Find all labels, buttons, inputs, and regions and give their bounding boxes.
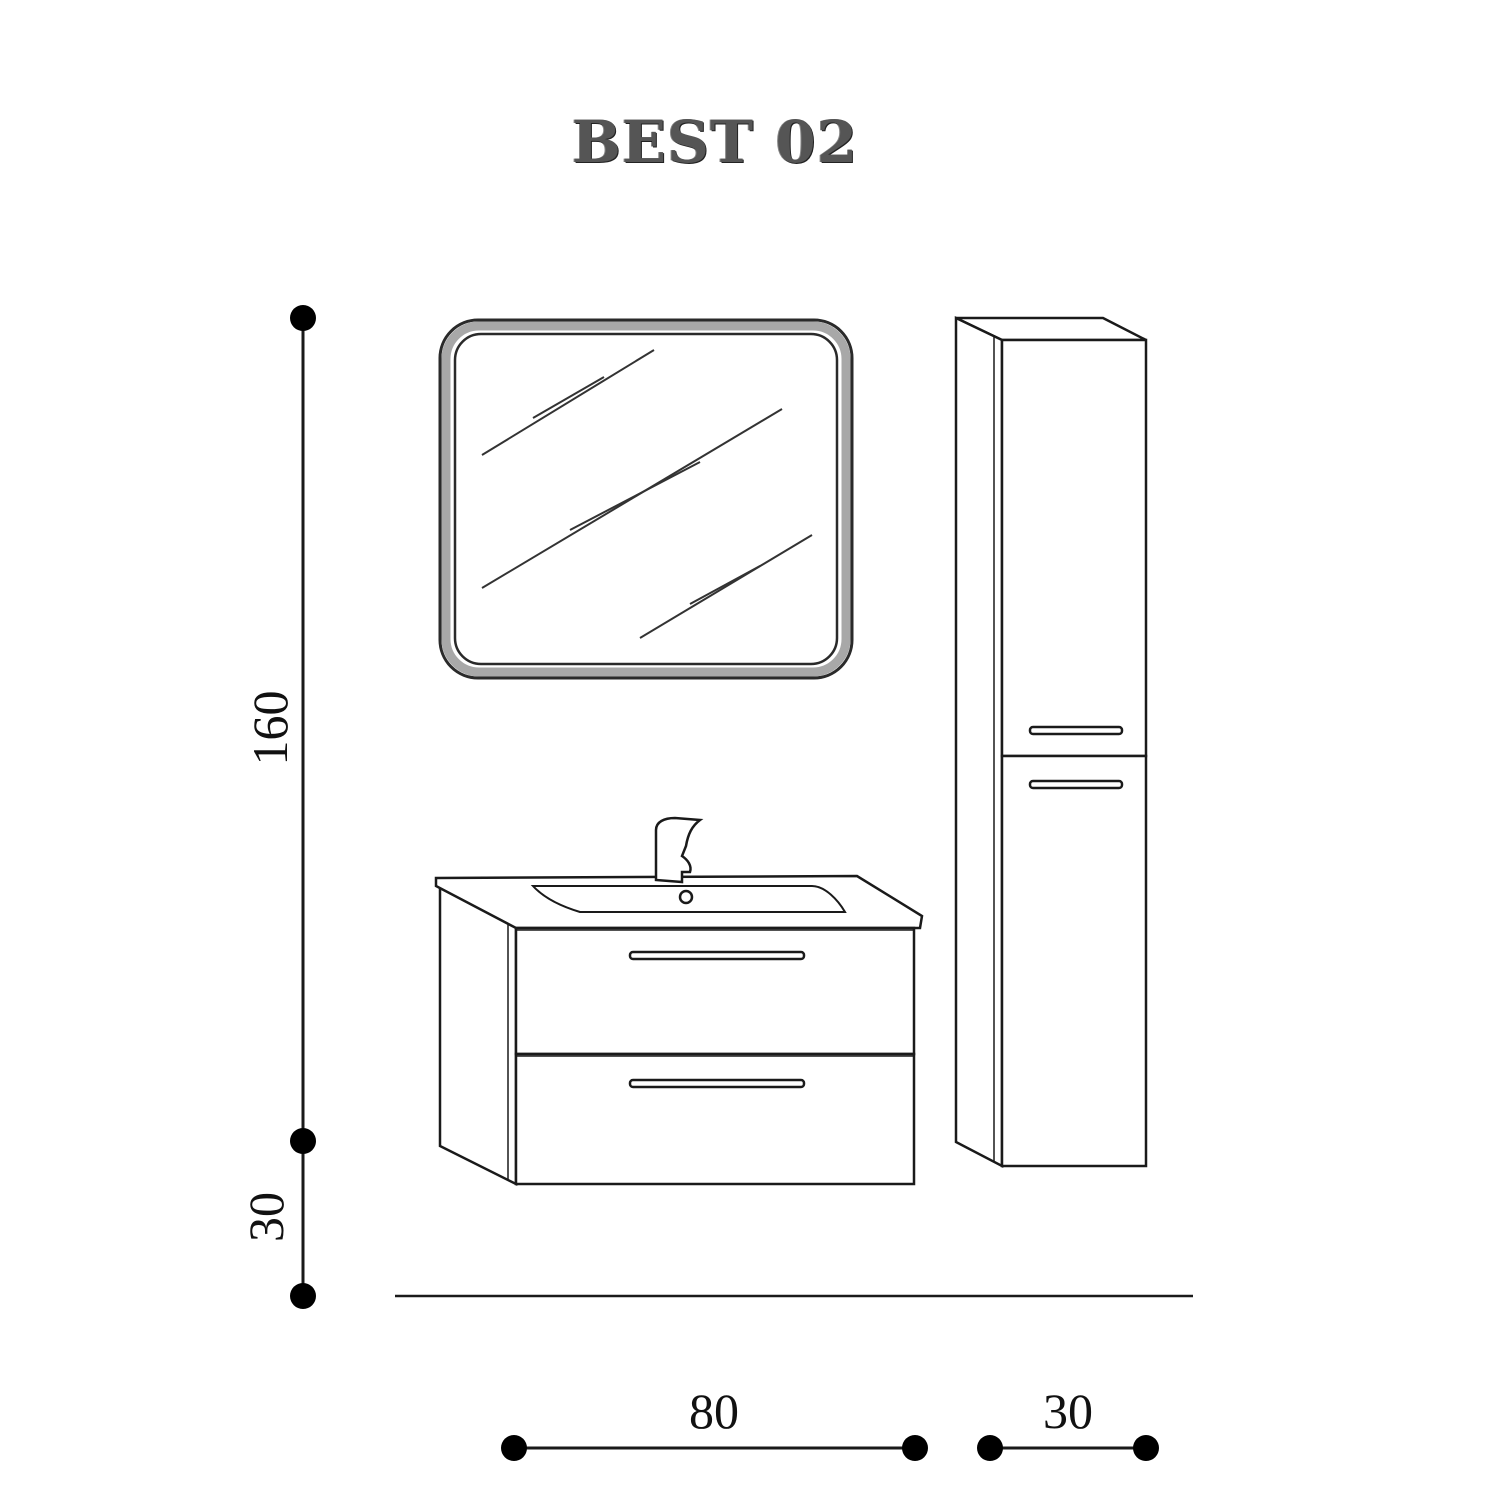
- vanity-width-label: 80: [689, 1383, 739, 1439]
- mirror-glass: [453, 332, 839, 666]
- dimension-dot-bottom: [290, 1283, 316, 1309]
- vanity-lower-drawer: [514, 1052, 916, 1186]
- dimension-dot: [902, 1435, 928, 1461]
- column-lower-door: [1000, 754, 1148, 1168]
- column-upper-door: [1000, 338, 1148, 758]
- vertical-dimension: [290, 305, 316, 1309]
- vanity-upper-drawer: [514, 926, 916, 1056]
- column-lower-handle: [1028, 779, 1124, 790]
- lower-drawer-handle: [628, 1078, 806, 1089]
- mirror-reflection-lines: [481, 349, 813, 639]
- height-dimension-label: 160: [242, 690, 298, 766]
- column-side: [954, 316, 1004, 1169]
- dimension-dot: [977, 1435, 1003, 1461]
- dimension-dot: [501, 1435, 527, 1461]
- dimension-dot-top: [290, 305, 316, 331]
- horizontal-dimension-vanity: [501, 1435, 928, 1461]
- faucet: [654, 816, 704, 884]
- column-upper-handle: [1028, 725, 1124, 736]
- dimension-dot-middle: [290, 1128, 316, 1154]
- tall-column-cabinet: [954, 316, 1148, 1169]
- clearance-dimension-label: 30: [238, 1192, 294, 1242]
- upper-drawer-handle: [628, 950, 806, 961]
- dimension-dot: [1133, 1435, 1159, 1461]
- diagram-title: BEST 02: [571, 108, 859, 176]
- mirror-frame-light: [441, 321, 851, 677]
- drain: [678, 889, 694, 905]
- column-width-label: 30: [1043, 1383, 1093, 1439]
- vanity-side: [438, 885, 518, 1187]
- horizontal-dimension-column: [977, 1435, 1159, 1461]
- vanity-cabinet: [434, 816, 924, 1187]
- mirror: [438, 318, 854, 680]
